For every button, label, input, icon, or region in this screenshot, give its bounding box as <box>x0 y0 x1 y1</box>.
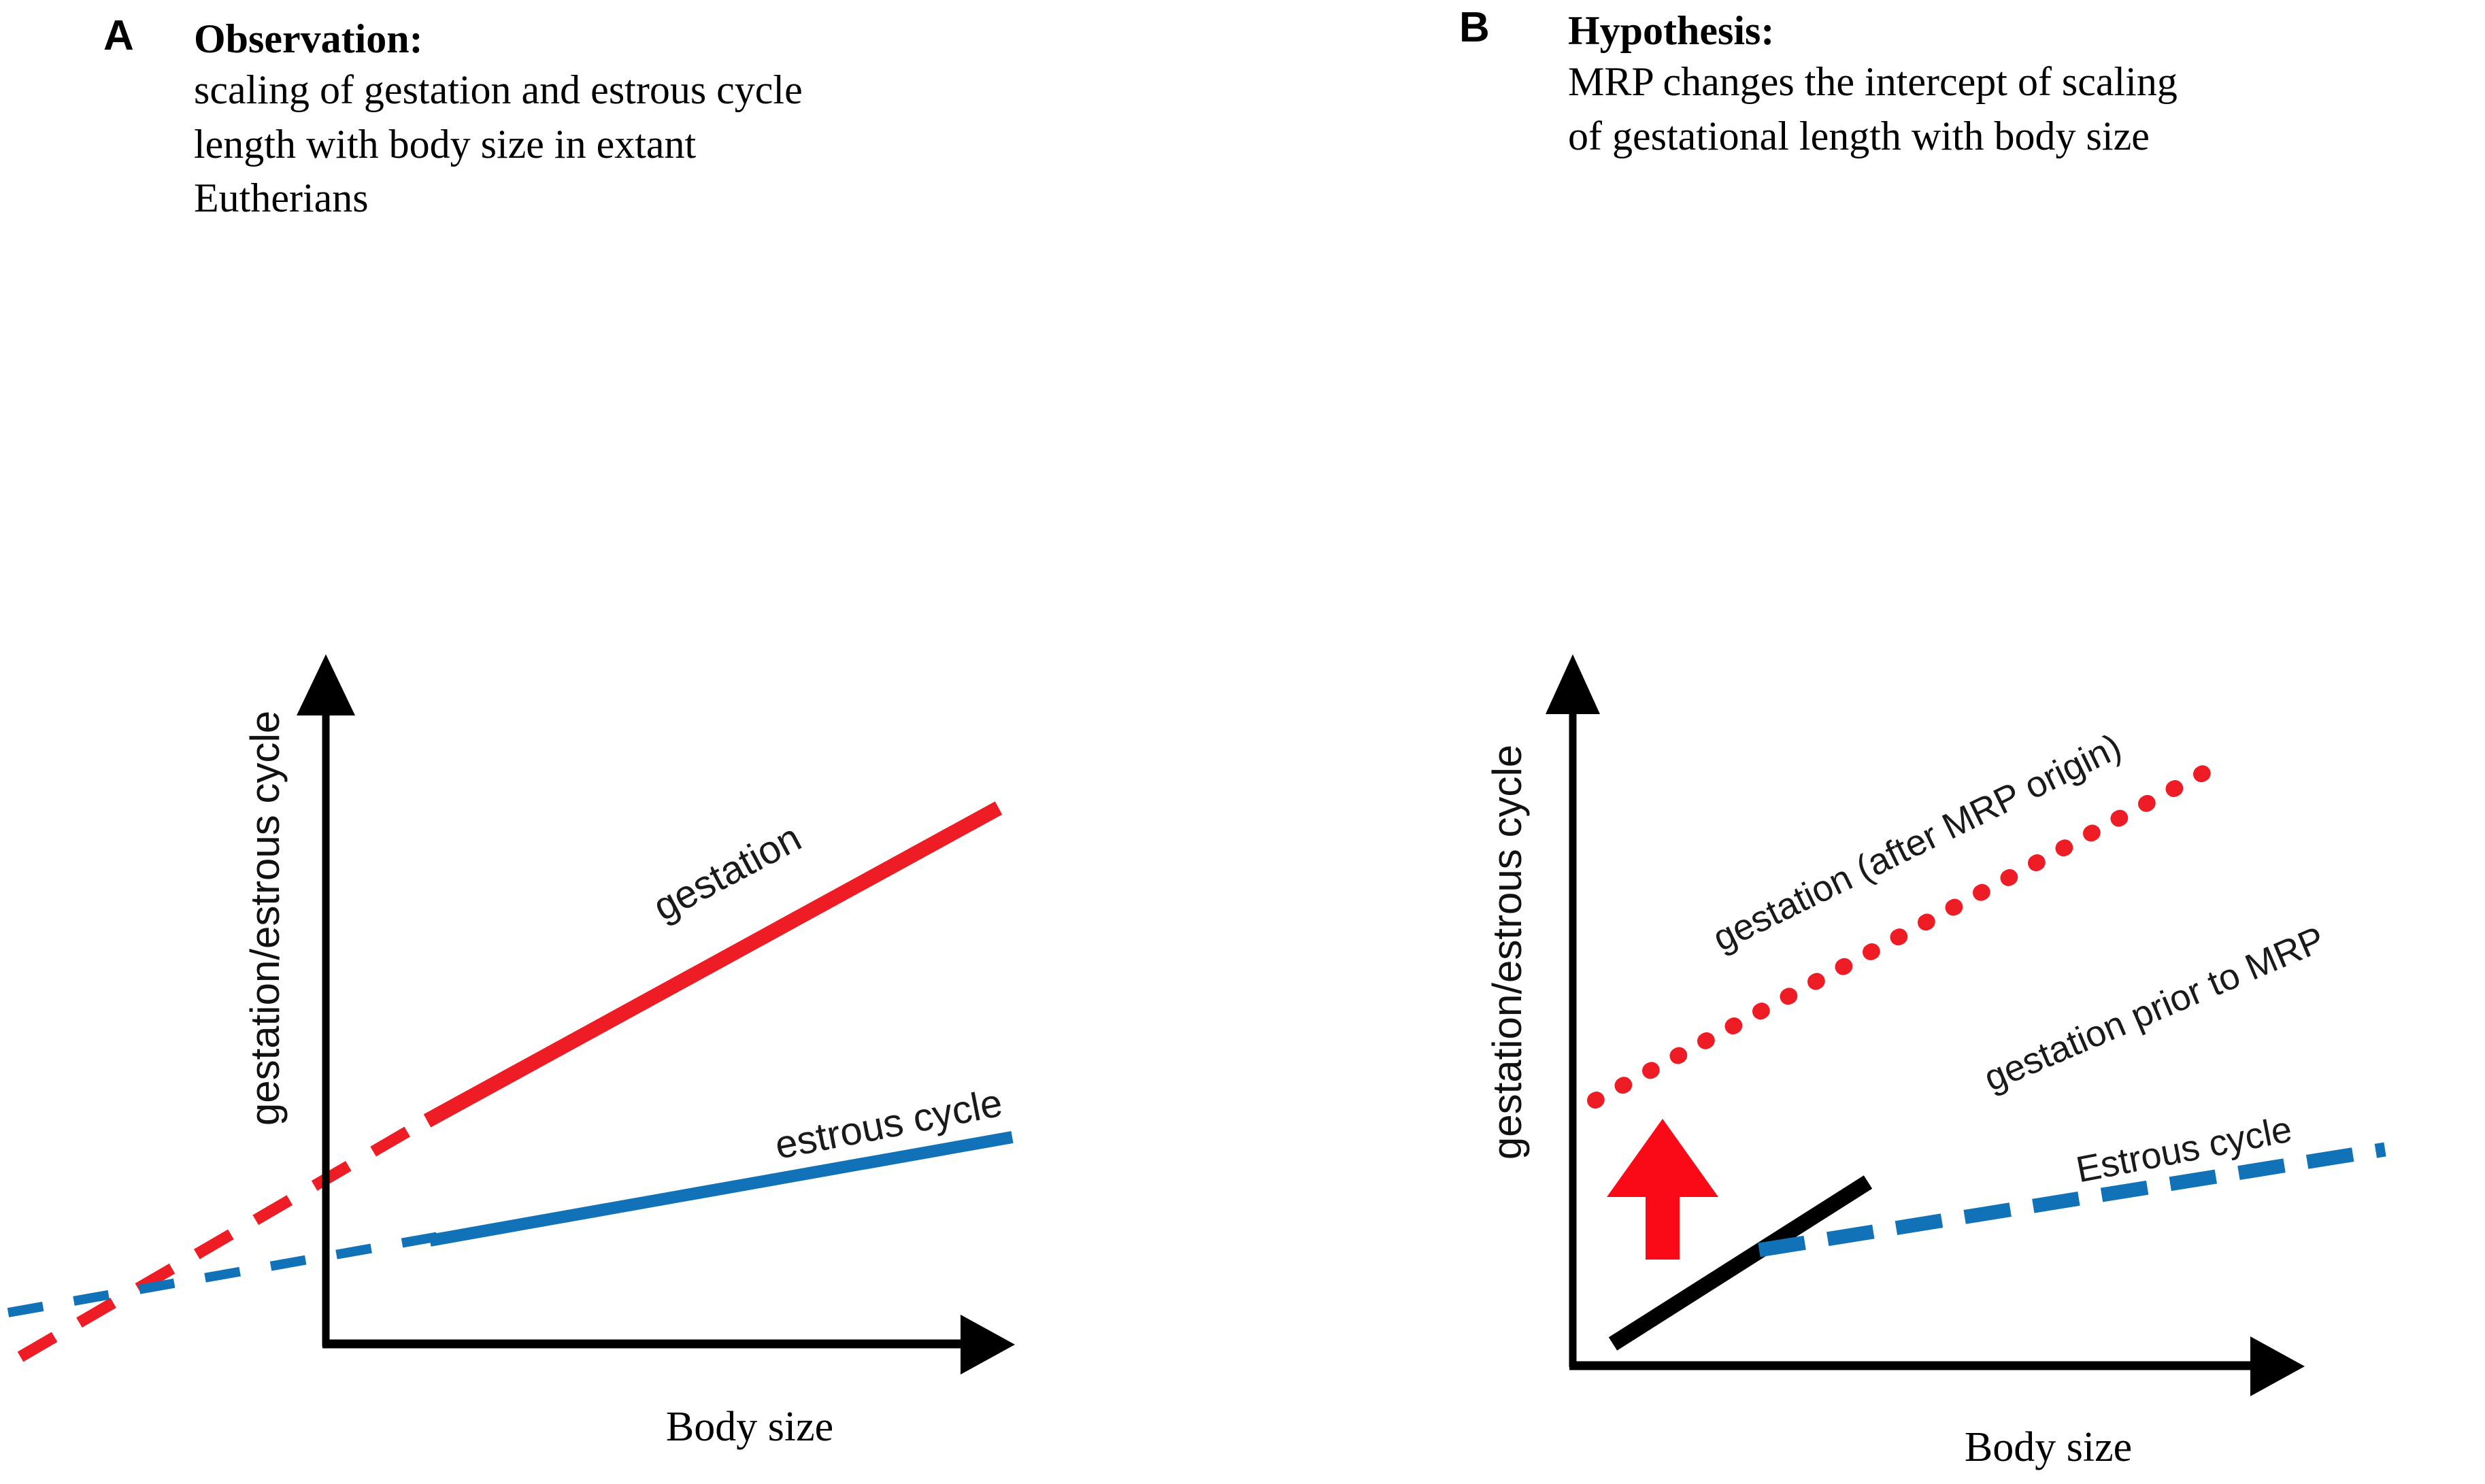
panel-b-x-axis-label: Body size <box>1965 1424 2132 1470</box>
panel-a-x-axis-arrowhead <box>961 1315 1015 1375</box>
panel-b-gestation-prior-label: gestation prior to MRP <box>1978 919 2331 1099</box>
panel-a-body-line-1: scaling of gestation and estrous cycle <box>194 67 803 112</box>
panel-b-gestation-prior-line <box>1608 1175 1873 1351</box>
panel-a-gestation-label: gestation <box>646 815 808 930</box>
panel-b-body-line-2: of gestational length with body size <box>1568 113 2150 158</box>
panel-a-axes <box>297 654 1015 1375</box>
panel-a-letter: A <box>103 12 134 59</box>
panel-b-estrous-line <box>1758 1142 2386 1258</box>
panel-a-gestation-line <box>423 801 1003 1128</box>
panel-b-gestation-after-mrp-line <box>1587 755 2230 1109</box>
panel-b-y-axis-arrowhead <box>1546 654 1600 714</box>
panel-b-axes <box>1546 654 2305 1396</box>
panel-a-chart: gestation estrous cycle gestation/estrou… <box>7 654 1015 1450</box>
panel-b-y-axis-label: gestation/estrous cycle <box>1484 745 1530 1160</box>
mrp-shift-arrow-icon <box>1607 1119 1718 1260</box>
panel-a-y-axis-label: gestation/estrous cycle <box>242 711 288 1126</box>
panel-b-body-line-1: MRP changes the intercept of scaling <box>1568 58 2178 104</box>
panel-b-title: Hypothesis: <box>1568 8 1775 53</box>
panel-b-caption: Hypothesis: MRP changes the intercept of… <box>1568 7 2480 163</box>
panel-a-body-line-3: Eutherians <box>194 175 369 221</box>
panel-b: B Hypothesis: MRP changes the intercept … <box>1242 0 2485 1484</box>
panel-a-body-line-2: length with body size in extant <box>194 121 697 167</box>
panel-b-chart: gestation (after MRP origin) gestation p… <box>1484 654 2386 1470</box>
panel-a-estrous-line <box>429 1131 1014 1247</box>
panel-a-caption: Observation: scaling of gestation and es… <box>194 15 1214 226</box>
panel-b-letter: B <box>1459 4 1490 51</box>
panel-a: A Observation: scaling of gestation and … <box>0 0 1242 1484</box>
panel-a-x-axis-label: Body size <box>666 1404 833 1450</box>
panel-a-title: Observation: <box>194 16 423 61</box>
panel-a-y-axis-arrowhead <box>297 654 355 715</box>
panel-b-x-axis-arrowhead <box>2250 1336 2305 1396</box>
panel-a-estrous-dashed-extension <box>7 1232 440 1317</box>
panel-a-gestation-dashed-extension <box>17 1110 439 1362</box>
